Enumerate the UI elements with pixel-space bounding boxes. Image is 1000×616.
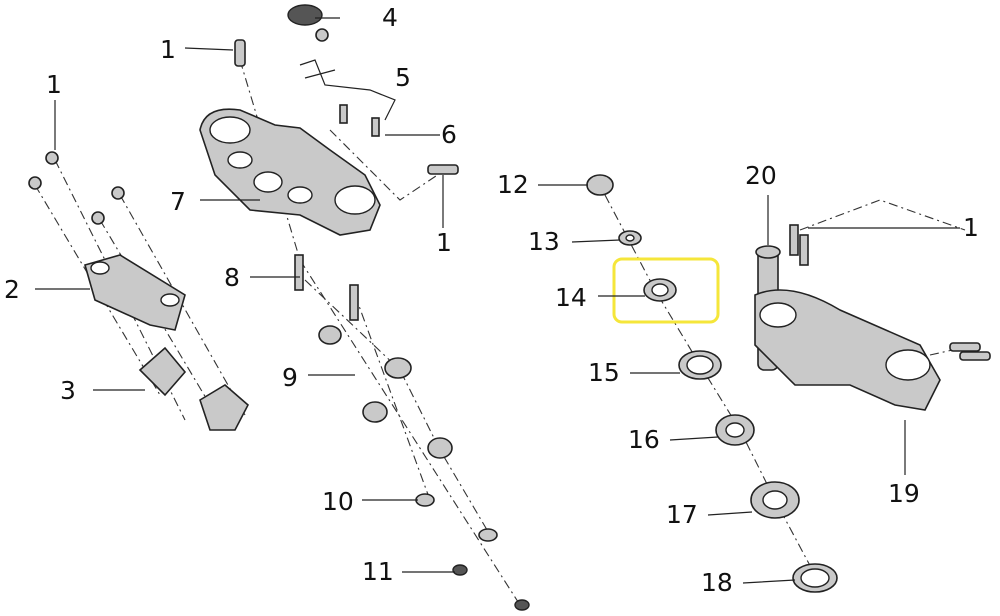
callout-6: 6	[441, 120, 457, 149]
callout-19: 19	[888, 479, 920, 508]
callout-4: 4	[382, 3, 398, 32]
part-13-washer	[618, 230, 642, 246]
part-5-bracket	[299, 59, 396, 121]
callout-14: 14	[555, 283, 587, 312]
callout-17: 17	[666, 500, 698, 529]
part-16-bearing	[715, 414, 755, 446]
callout-7: 7	[170, 187, 186, 216]
callout-16: 16	[628, 425, 660, 454]
part-3-handlebar-clamp-bottom	[138, 346, 250, 431]
callout-1: 1	[436, 228, 452, 257]
part-14-ring-nut	[643, 278, 677, 302]
callout-8: 8	[224, 263, 240, 292]
part-1-bolt-right	[427, 164, 459, 175]
callout-11: 11	[362, 557, 394, 586]
part-2-handlebar-clamp-top	[84, 254, 186, 331]
part-20-19-lower-triple-clamp	[754, 224, 991, 411]
part-8-pins	[294, 254, 359, 321]
callout-18: 18	[701, 568, 733, 597]
callout-3: 3	[60, 376, 76, 405]
part-12-nut	[586, 174, 614, 196]
part-18-seal	[792, 563, 838, 593]
highlight-box	[612, 257, 720, 324]
callout-1: 1	[160, 35, 176, 64]
callout-1: 1	[963, 213, 979, 242]
part-1-bolt-top	[234, 39, 246, 67]
callout-9: 9	[282, 363, 298, 392]
leader-lines	[35, 17, 960, 584]
part-10-washers	[415, 493, 498, 542]
part-9-bushings	[318, 325, 453, 459]
callout-2: 2	[4, 275, 20, 304]
callout-5: 5	[395, 63, 411, 92]
part-11-nuts	[452, 564, 530, 611]
callout-12: 12	[497, 170, 529, 199]
part-1-bolts-left	[28, 151, 125, 225]
part-4-knob	[287, 4, 329, 42]
part-7-upper-triple-clamp	[199, 108, 381, 236]
callout-15: 15	[588, 358, 620, 387]
callout-1: 1	[46, 70, 62, 99]
callout-13: 13	[528, 227, 560, 256]
callout-10: 10	[322, 487, 354, 516]
callout-20: 20	[745, 161, 777, 190]
part-6-screws	[339, 104, 380, 137]
part-17-bearing	[750, 481, 800, 519]
part-15-seal	[678, 350, 722, 380]
